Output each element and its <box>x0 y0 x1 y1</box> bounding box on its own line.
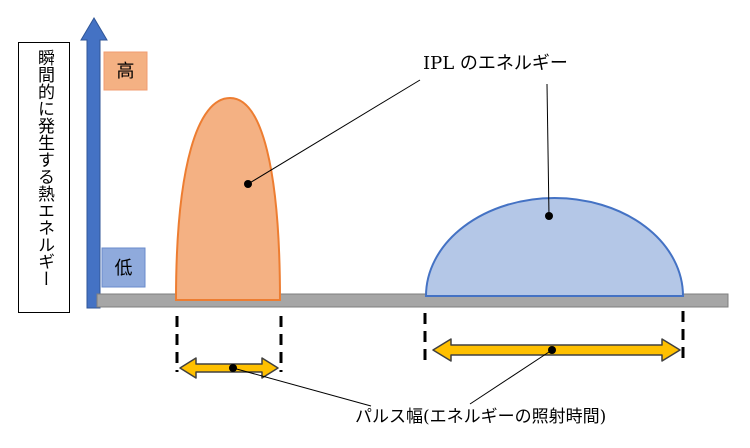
energy-axis-arrow <box>80 17 108 309</box>
pulse-width-callout-label: パルス幅(エネルギーの照射時間) <box>355 407 606 427</box>
pulse-width-callout-line-short <box>232 367 372 407</box>
energy-callout-dot-short <box>244 180 252 188</box>
long-pulse-shape <box>424 197 685 297</box>
pulse-width-callout-line-long <box>469 349 553 405</box>
short-pulse-shape <box>174 96 282 301</box>
energy-callout-dot-long <box>545 212 553 220</box>
long-pulse-width-arrow <box>432 338 681 362</box>
high-level-label: 高 <box>117 61 135 82</box>
high-level-box <box>103 51 148 91</box>
energy-callout-line-long <box>546 83 550 217</box>
energy-axis-label: 瞬間的に発生する熱エネルギー <box>18 42 70 313</box>
energy-callout-line-short <box>247 79 421 185</box>
energy-callout-label: IPL のエネルギー <box>423 53 568 74</box>
low-level-box <box>101 247 146 288</box>
low-level-label: 低 <box>115 258 133 279</box>
